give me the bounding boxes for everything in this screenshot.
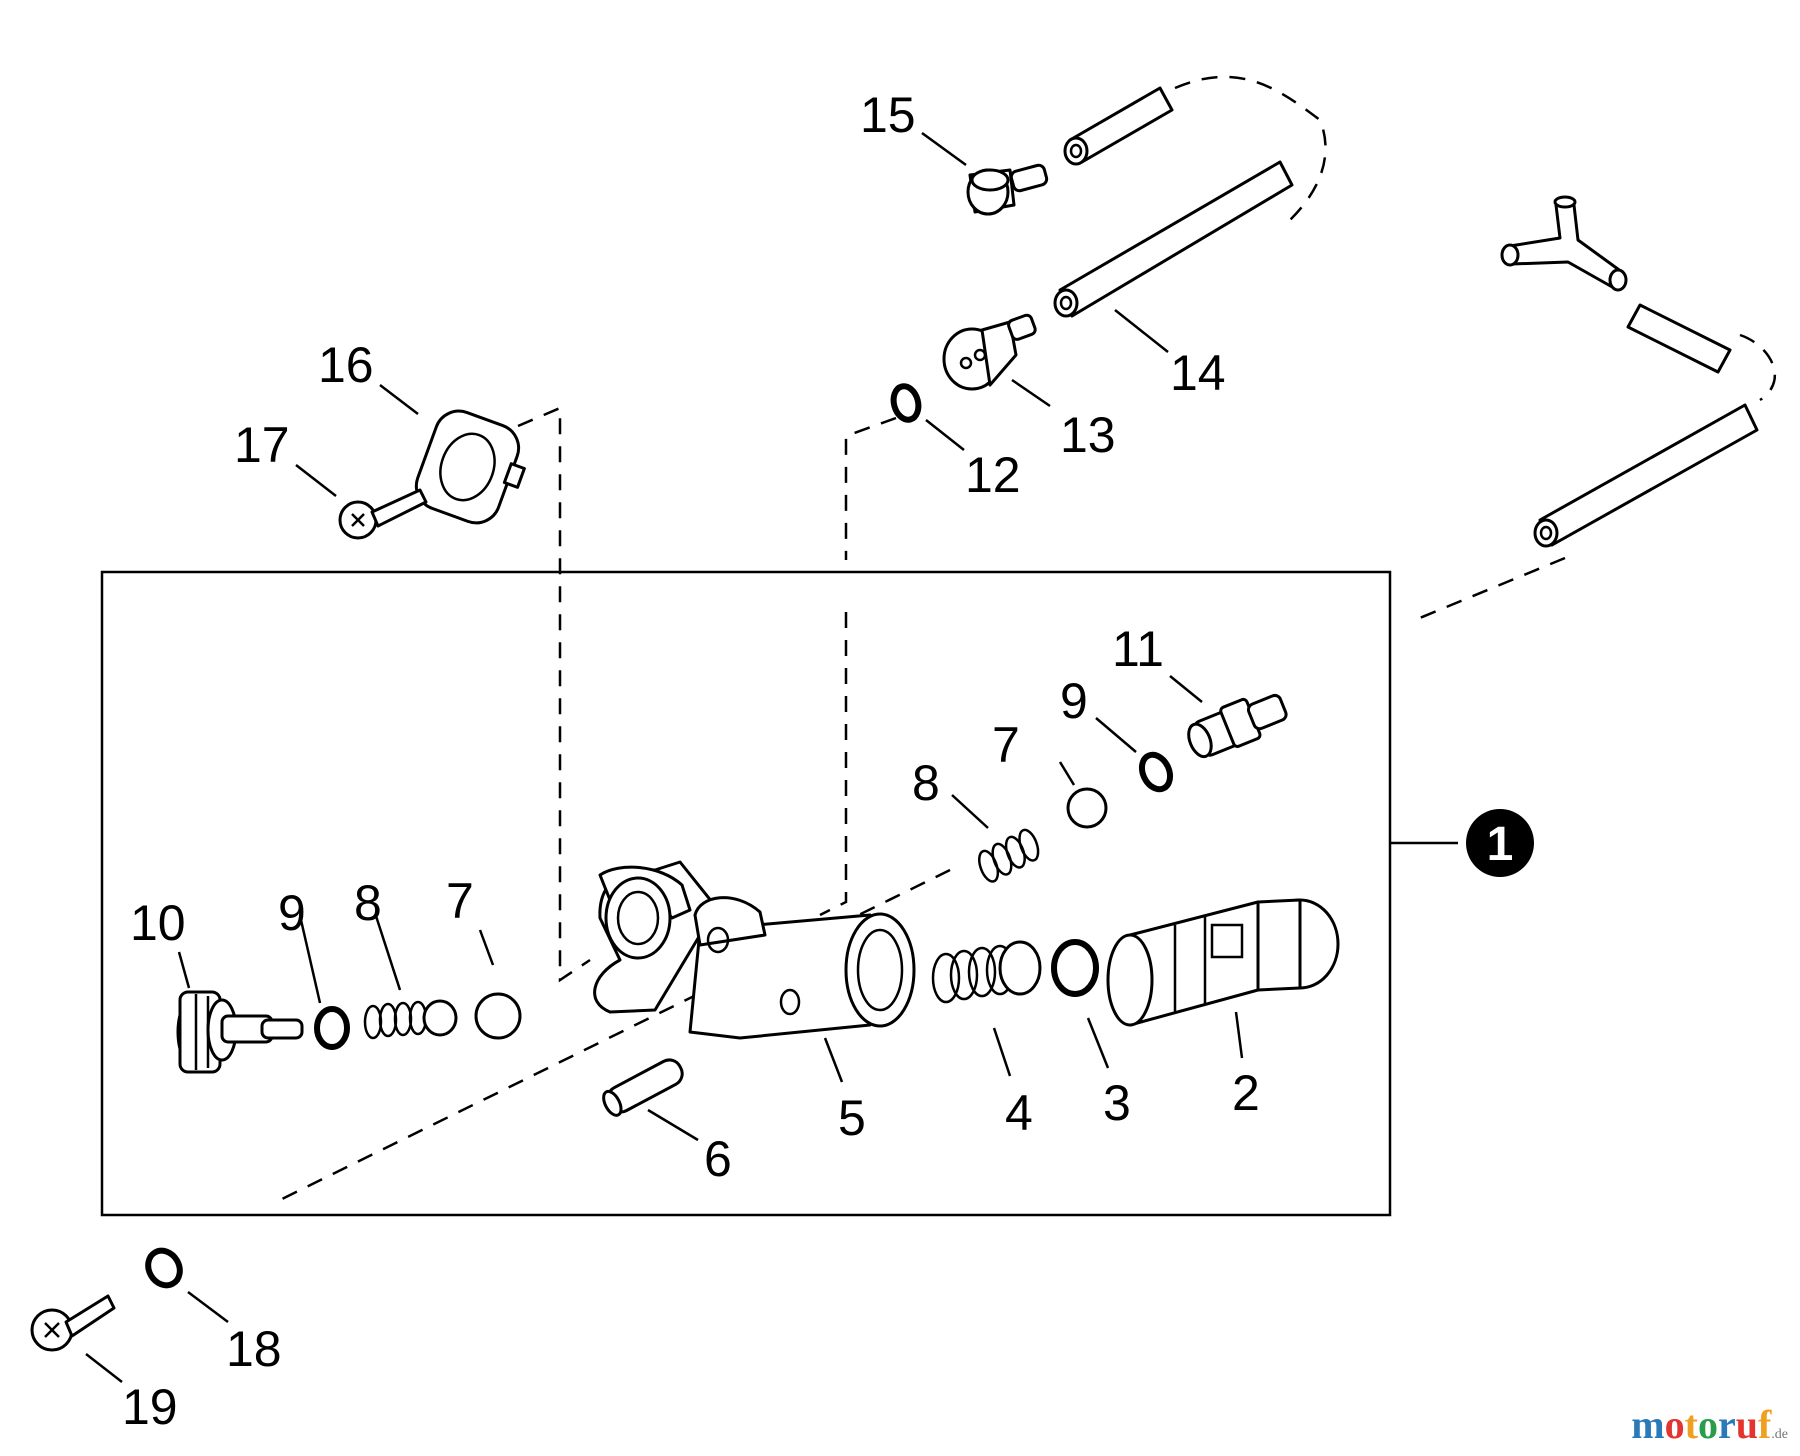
watermark-letter: o — [1664, 1402, 1685, 1447]
watermark-letter: r — [1717, 1402, 1736, 1447]
watermark-letter: o — [1697, 1402, 1718, 1447]
hose-y-connector — [1500, 195, 1628, 292]
label-part-19: 19 — [122, 1379, 178, 1435]
label-part-3: 3 — [1103, 1075, 1131, 1131]
part-14-hoses — [1053, 86, 1759, 548]
part-4-spring — [931, 940, 1042, 1004]
part-18-washer — [145, 1247, 183, 1289]
label-part-8-left: 8 — [354, 875, 382, 931]
assembly-callout-number: 1 — [1487, 818, 1514, 871]
leader-lines — [85, 131, 1458, 1383]
label-part-6: 6 — [704, 1131, 732, 1187]
part-15-banjo-fitting — [966, 163, 1049, 216]
label-part-5: 5 — [838, 1090, 866, 1146]
label-part-8-right: 8 — [912, 755, 940, 811]
part-3-o-ring — [1051, 939, 1099, 997]
watermark-logo: motoruf.de — [1631, 1401, 1788, 1448]
part-number-labels: 2 3 4 5 6 7 8 9 10 11 12 13 14 15 16 17 … — [122, 87, 1260, 1435]
watermark-text: motoruf — [1631, 1402, 1771, 1447]
label-part-9-left: 9 — [278, 885, 306, 941]
watermark-letter: m — [1631, 1402, 1665, 1447]
part-2-valve-plunger — [1106, 898, 1340, 1027]
watermark-suffix: .de — [1771, 1427, 1788, 1442]
label-part-7-left: 7 — [446, 873, 474, 929]
label-part-17: 17 — [234, 417, 290, 473]
label-part-4: 4 — [1005, 1085, 1033, 1141]
label-part-16: 16 — [318, 337, 374, 393]
part-19-screw — [30, 1294, 116, 1352]
label-part-15: 15 — [860, 87, 916, 143]
label-part-10: 10 — [130, 895, 186, 951]
part-10-adjusting-screw — [176, 990, 304, 1074]
part-11-fitting — [1187, 693, 1288, 759]
part-9-o-rings — [314, 751, 1174, 1050]
label-part-12: 12 — [965, 447, 1021, 503]
assembly-callout: 1 — [1466, 809, 1534, 877]
watermark-letter: u — [1735, 1402, 1758, 1447]
label-part-7-right: 7 — [992, 717, 1020, 773]
part-8-small-springs — [363, 828, 1040, 1040]
label-part-9-right: 9 — [1060, 673, 1088, 729]
part-13-hose-fitting — [942, 313, 1037, 391]
part-6-pin — [602, 1058, 684, 1117]
watermark-letter: f — [1757, 1402, 1772, 1447]
label-part-2: 2 — [1232, 1065, 1260, 1121]
label-part-11: 11 — [1112, 621, 1164, 677]
part-16-gasket-plate — [414, 409, 526, 525]
part-17-screw — [338, 488, 428, 540]
label-part-14: 14 — [1170, 345, 1226, 401]
part-12-o-ring — [890, 383, 922, 423]
part-5-valve-body — [593, 860, 916, 1040]
part-7-balls — [474, 787, 1108, 1040]
label-part-13: 13 — [1060, 407, 1116, 463]
watermark-letter: t — [1684, 1402, 1698, 1447]
label-part-18: 18 — [226, 1321, 282, 1377]
assembly-frame — [100, 570, 1392, 1217]
